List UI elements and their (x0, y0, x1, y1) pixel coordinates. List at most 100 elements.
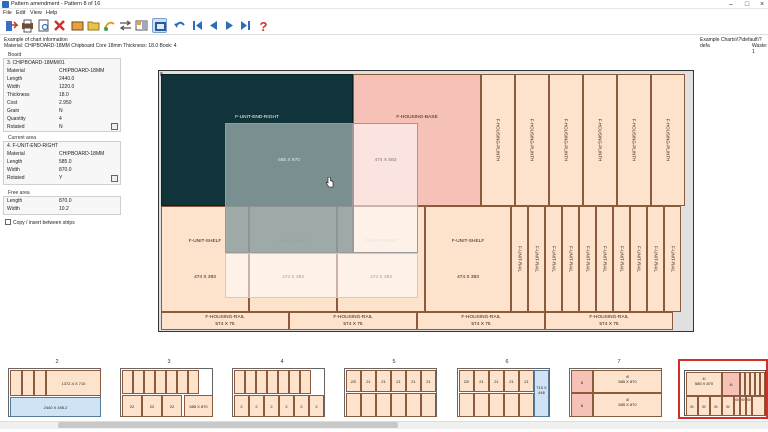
part-label: F-UNIT-SHELF (188, 239, 222, 244)
board-prop-value: N (59, 124, 63, 130)
current-area-name: 4. F-UNIT-END-RIGHT (7, 143, 59, 149)
part-housing-plinth[interactable]: F-HOUSING-PLINTH (549, 74, 583, 206)
first-icon[interactable] (190, 18, 205, 33)
thumb-part: 22 (162, 395, 182, 417)
help-icon[interactable]: ? (256, 18, 271, 34)
menu-help[interactable]: Help (46, 10, 58, 16)
thumbnail-number: 6 (505, 359, 509, 365)
window-title: Pattern amendment - Pattern 8 of 16 (11, 1, 101, 7)
copy-insert-checkbox[interactable] (5, 219, 11, 225)
part-unit-rail[interactable]: F-UNIT-RAIL (613, 206, 630, 312)
thumb-part (346, 393, 361, 417)
part-housing-rail[interactable]: F-HOUSING-RAIL 574 X 75 (417, 312, 545, 330)
thumb-part: 2 (234, 395, 249, 417)
current-area-details-button[interactable] (111, 175, 118, 182)
folder-icon[interactable] (86, 18, 101, 33)
part-housing-plinth[interactable]: F-HOUSING-PLINTH (651, 74, 685, 206)
part-unit-rail[interactable]: F-UNIT-RAIL (596, 206, 613, 312)
part-unit-rail[interactable]: F-UNIT-RAIL (647, 206, 664, 312)
pattern-thumbnail[interactable]: 22! 21 21 21 21 21 (344, 368, 437, 417)
dragged-part-ghost[interactable]: 585 X 870 (225, 123, 353, 253)
thumb-part (391, 393, 406, 417)
delete-icon[interactable] (52, 18, 67, 33)
free-prop-label: Width (7, 206, 20, 212)
board-prop-value: 4 (59, 116, 62, 122)
pattern-thumbnail[interactable]: 22 22 22 585 X 870 (120, 368, 213, 417)
cutting-board[interactable]: 8 F-UNIT-END-RIGHT F-HOUSING-BASE F-HOUS… (158, 70, 694, 332)
print-icon[interactable] (20, 18, 35, 33)
thumb-part: 21 (421, 370, 436, 392)
thumb-part (361, 393, 376, 417)
close-icon[interactable]: × (759, 1, 765, 8)
pattern-thumbnail[interactable]: 1372.4 X 710 2440 X 495.2 (8, 368, 101, 417)
part-label: F-UNIT-SHELF (451, 239, 485, 244)
thumb-part: 585 X 870 (184, 395, 213, 417)
minimize-icon[interactable]: – (729, 1, 733, 8)
copy-icon[interactable] (102, 18, 117, 33)
part-unit-shelf[interactable]: F-UNIT-SHELF 474 X 393 (425, 206, 511, 312)
layout-icon[interactable] (134, 18, 149, 33)
maximize-icon[interactable]: □ (744, 1, 750, 8)
board-details-button[interactable] (111, 123, 118, 130)
thumb-part: 6! (698, 396, 710, 416)
thumb-part (474, 393, 489, 417)
undo-icon[interactable] (172, 18, 187, 33)
part-housing-rail[interactable]: F-HOUSING-RAIL 574 X 75 (161, 312, 289, 330)
board-section-title: Board (8, 52, 22, 58)
next-icon[interactable] (222, 18, 237, 33)
free-area-section: Length 870.0 Width 10.2 (3, 196, 121, 215)
thumb-part: 4! 585 X 870 (593, 370, 662, 393)
part-housing-plinth[interactable]: F-HOUSING-PLINTH (515, 74, 549, 206)
part-housing-rail[interactable]: F-HOUSING-RAIL 574 X 75 (545, 312, 673, 330)
part-unit-rail[interactable]: F-UNIT-RAIL (562, 206, 579, 312)
thumb-part: 21 (474, 370, 489, 392)
thumb-part: 4! 585 X 870 (593, 393, 662, 417)
thumb-part (166, 370, 177, 394)
cut-list-icon[interactable] (70, 18, 85, 33)
part-label: F-UNIT-RAIL (636, 245, 641, 273)
part-unit-rail[interactable]: F-UNIT-RAIL (664, 206, 681, 312)
part-unit-rail[interactable]: F-UNIT-RAIL (545, 206, 562, 312)
board-prop-label: Quantity (7, 116, 26, 122)
thumb-part (267, 370, 278, 394)
thumb-part: 22 (122, 395, 142, 417)
thumb-part (504, 393, 519, 417)
pattern-thumbnail[interactable]: 6 4! 585 X 870 8 4! 585 X 870 (569, 368, 662, 417)
thumb-part: 6! (722, 396, 734, 416)
last-icon[interactable] (238, 18, 253, 33)
thumb-part: 22 (142, 395, 162, 417)
print-preview-icon[interactable] (36, 18, 51, 33)
import-icon[interactable] (4, 18, 19, 33)
part-unit-rail[interactable]: F-UNIT-RAIL (579, 206, 596, 312)
menu-edit[interactable]: Edit (16, 10, 26, 16)
part-dimensions: 474 X 393 (457, 275, 479, 280)
pattern-thumbnail-selected[interactable]: 4! 585 X 870 4! 6! 6! 6! 6! 6! 6! 6! (678, 359, 768, 419)
thumb-part: 21 (504, 370, 519, 392)
pattern-thumbnail[interactable]: 22! 21 21 21 21 710 X 446 (457, 368, 550, 417)
board-name: 3. CHIPBOARD-18MM/01 (7, 60, 65, 66)
thumb-part-label: 585 X 870 (618, 402, 637, 407)
thumbnail-number: 4 (280, 359, 284, 365)
part-dimensions: 474 X 393 (194, 275, 216, 280)
part-unit-rail[interactable]: F-UNIT-RAIL (528, 206, 545, 312)
menu-file[interactable]: File (3, 10, 12, 16)
previous-icon[interactable] (206, 18, 221, 33)
part-unit-rail[interactable]: F-UNIT-RAIL (630, 206, 647, 312)
menu-view[interactable]: View (30, 10, 42, 16)
part-unit-rail[interactable]: F-UNIT-RAIL (511, 206, 528, 312)
scrollbar-thumb[interactable] (58, 422, 398, 428)
part-housing-plinth[interactable]: F-HOUSING-PLINTH (481, 74, 515, 206)
part-label: F-UNIT-END-RIGHT (235, 115, 279, 120)
thumb-part: 2 (279, 395, 294, 417)
current-area-section: 4. F-UNIT-END-RIGHT Material CHIPBOARD-1… (3, 141, 121, 185)
thumb-part (144, 370, 155, 394)
part-housing-rail[interactable]: F-HOUSING-RAIL 574 X 75 (289, 312, 417, 330)
ghost-dimensions: 474 X 583 (374, 158, 397, 163)
part-housing-plinth[interactable]: F-HOUSING-PLINTH (617, 74, 651, 206)
view-icon[interactable] (152, 18, 167, 33)
pattern-thumbnail[interactable]: 2 2 2 2 2 2 (232, 368, 325, 417)
thumbnail-number: 7 (617, 359, 621, 365)
transfer-icon[interactable] (118, 18, 133, 33)
thumb-part (745, 372, 750, 396)
part-housing-plinth[interactable]: F-HOUSING-PLINTH (583, 74, 617, 206)
